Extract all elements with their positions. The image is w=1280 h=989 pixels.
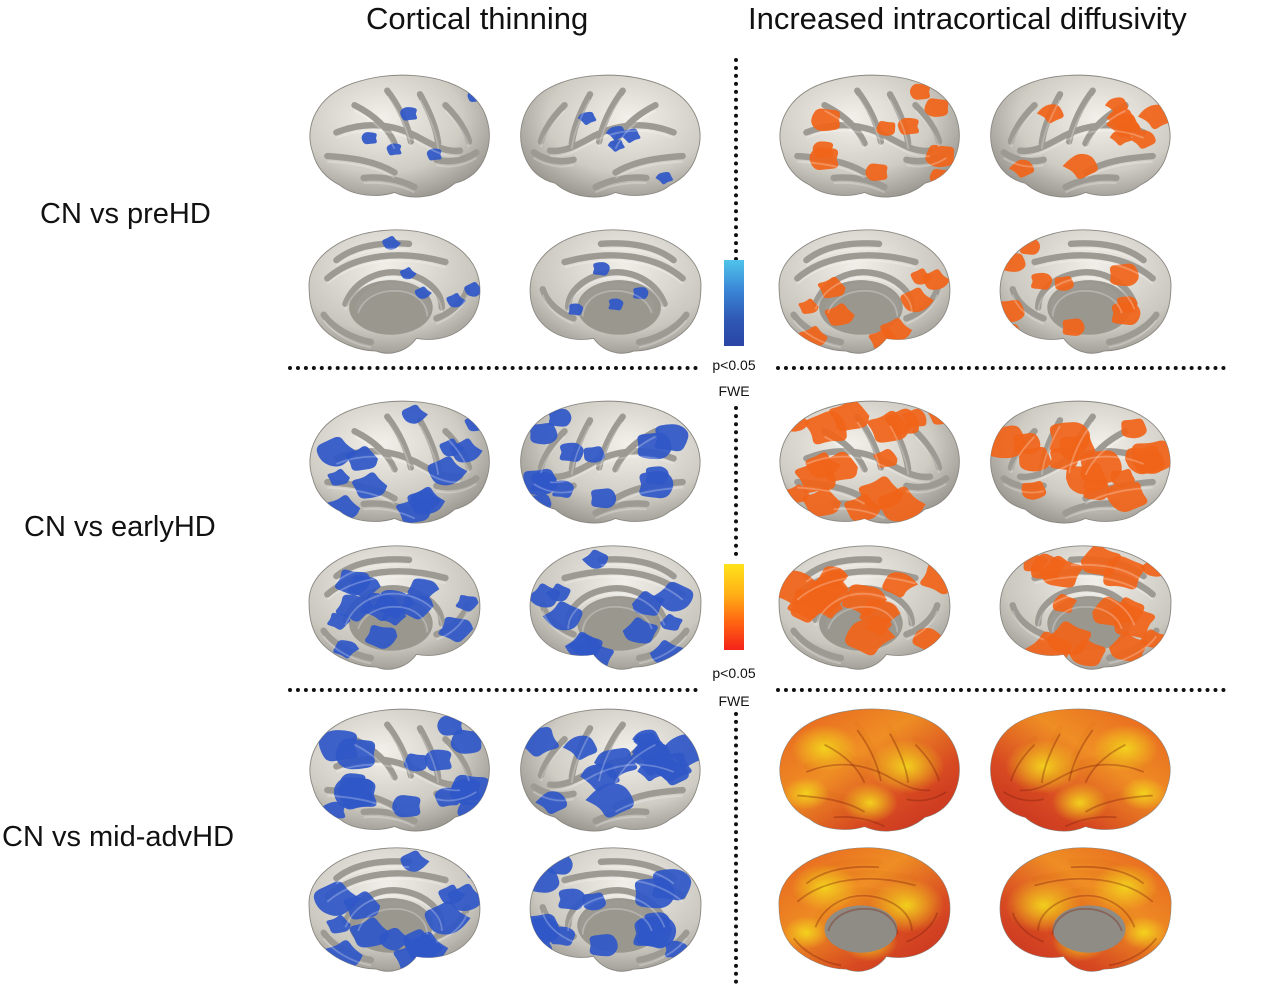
diffusivity-earlyhd-right-medial-brain [999, 545, 1172, 670]
row-label-earlyhd: CN vs earlyHD [24, 511, 216, 543]
diffusivity-title: Increased intracortical diffusivity [748, 1, 1187, 36]
thinning-colorbar [724, 260, 744, 346]
thinning-fwe-label: FWE [718, 383, 750, 399]
thinning-midadvhd-right-lateral-brain [520, 708, 701, 832]
diffusivity-fwe-label: FWE [718, 693, 750, 709]
horizontal-divider-2-right [776, 688, 1226, 692]
diffusivity-midadvhd-right-medial-brain [999, 847, 1172, 972]
row-label-midadvhd: CN vs mid-advHD [2, 821, 235, 853]
thinning-prehd-right-lateral-brain [520, 74, 701, 198]
horizontal-divider-1-right [776, 366, 1226, 370]
thinning-earlyhd-right-lateral-brain [520, 400, 701, 524]
diffusivity-earlyhd-left-medial-brain [778, 545, 951, 670]
thinning-midadvhd-right-medial-brain [529, 847, 702, 972]
vertical-divider-middle [734, 406, 738, 556]
thinning-prehd-left-medial-brain [308, 229, 481, 354]
row-label-prehd: CN vs preHD [40, 198, 211, 230]
thinning-earlyhd-left-medial-brain [308, 545, 481, 670]
diffusivity-prehd-left-medial-brain [778, 229, 951, 354]
cortical-thinning-title: Cortical thinning [366, 1, 589, 36]
thinning-earlyhd-right-medial-brain [529, 545, 702, 670]
diffusivity-colorbar [724, 564, 744, 650]
horizontal-divider-2-left [288, 688, 698, 692]
diffusivity-midadvhd-left-medial-brain [778, 847, 951, 972]
diffusivity-prehd-left-lateral-brain [779, 74, 960, 198]
thinning-prehd-left-lateral-brain [309, 74, 490, 198]
diffusivity-midadvhd-left-lateral-brain [779, 708, 960, 832]
thinning-earlyhd-left-lateral-brain [309, 400, 490, 524]
thinning-midadvhd-left-lateral-brain [309, 708, 490, 832]
diffusivity-earlyhd-left-lateral-brain [779, 400, 960, 524]
diffusivity-prehd-right-lateral-brain [990, 74, 1171, 198]
thinning-prehd-right-medial-brain [529, 229, 702, 354]
diffusivity-midadvhd-right-lateral-brain [990, 708, 1171, 832]
thinning-midadvhd-left-medial-brain [308, 847, 481, 972]
diffusivity-prehd-right-medial-brain [999, 229, 1172, 354]
vertical-divider-bottom [734, 712, 738, 984]
vertical-divider-top [734, 58, 738, 341]
thinning-p-label: p<0.05 [712, 357, 756, 373]
diffusivity-p-label: p<0.05 [712, 665, 756, 681]
diffusivity-earlyhd-right-lateral-brain [990, 400, 1171, 524]
horizontal-divider-1-left [288, 366, 698, 370]
